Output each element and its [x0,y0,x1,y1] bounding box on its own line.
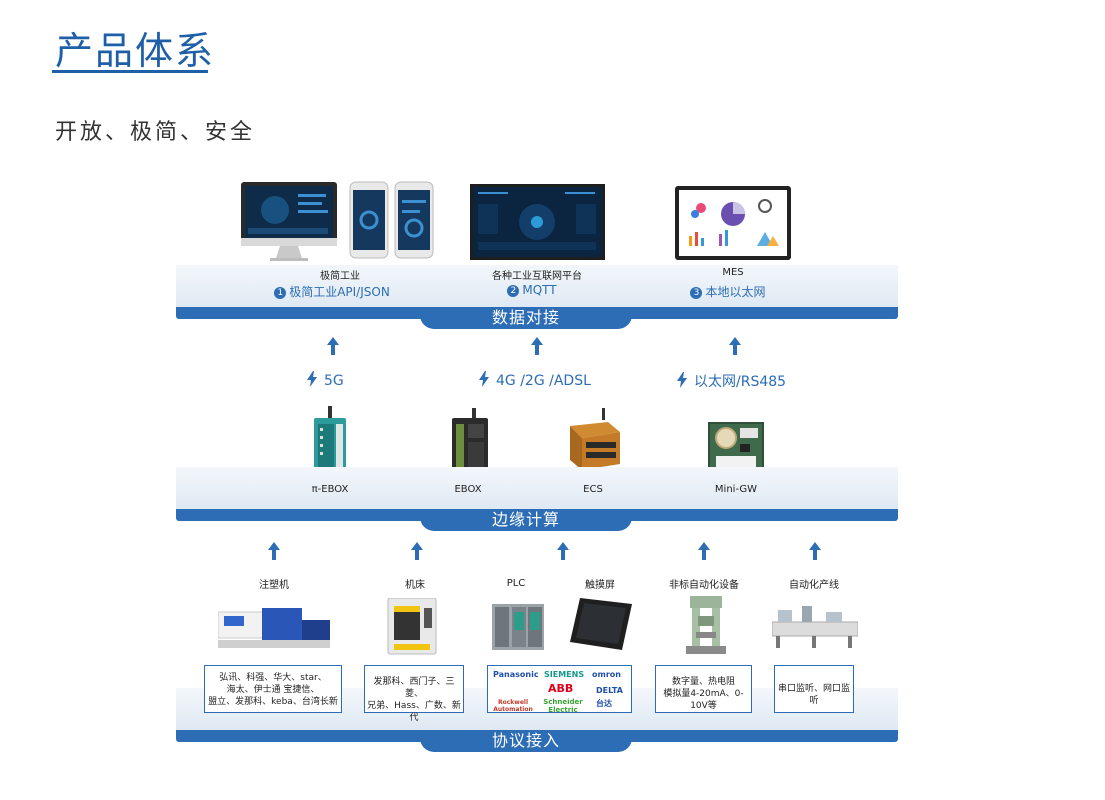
data-item-caption: MES [722,267,744,278]
equipment-label: 机床 [405,580,425,591]
nonstandard-io-box: 数字量、热电阻 模拟量4-20mA、0-10V等 [655,665,752,713]
touch-screen-image [570,598,632,650]
up-arrow-icon [557,542,569,560]
device-label: Mini-GW [714,484,758,495]
monitor-dashboard-image [241,181,434,261]
cnc-machine-image [387,598,437,655]
connection-text: 4G /2G /ADSL [496,373,591,389]
up-arrow-icon [809,542,821,560]
brand-line: 发那科、西门子、三菱、 [373,677,455,699]
injection-machine-image [218,608,330,648]
up-arrow-icon [531,337,543,355]
platform-top [176,467,898,509]
device-label: ECS [583,484,603,495]
up-arrow-icon [729,337,741,355]
up-arrow-icon [268,542,280,560]
brand-line: 海太、伊士通 宝捷信、 [226,685,320,695]
connection-label: 5G [306,371,344,389]
title-underline [52,70,208,73]
page-subtitle: 开放、极简、安全 [55,120,256,145]
brand-panasonic: Panasonic [493,670,539,679]
brand-line: 兄弟、Hass、广数、新代 [367,701,461,723]
ebox-device-image [452,408,488,480]
page-title: 产品体系 [55,29,216,73]
line-monitor-box: 串口监听、网口监听 [774,665,854,713]
device-label: EBOX [454,484,482,495]
number-badge: 1 [274,287,287,299]
lightning-icon [677,372,687,388]
device-label: π-EBOX [311,484,349,495]
cnc-brands-box: 发那科、西门子、三菱、 兄弟、Hass、广数、新代 [364,665,464,723]
connection-label: 以太网/RS485 [676,371,786,391]
brand-line: 盟立、发那科、keba、台湾长新 [208,697,338,707]
brand-line: 弘讯、科强、华大、star、 [219,673,327,683]
production-line-image [772,606,858,648]
press-machine-image [686,596,726,654]
brand-delta: DELTA [596,686,623,695]
brand-siemens: SIEMENS [544,670,585,679]
lightning-icon [307,371,317,387]
lightning-icon [479,371,489,387]
protocol-label: 极简工业API/JSON [289,285,390,299]
connection-label: 4G /2G /ADSL [478,371,591,389]
platform-screen-image [470,184,605,260]
brand-abb: ABB [548,682,574,695]
brand-schneider: Schneider Electric [543,698,583,714]
data-item-caption: 极简工业 [320,271,360,282]
up-arrow-icon [698,542,710,560]
data-item-caption: 各种工业互联网平台 [492,271,582,282]
monitor-line: 串口监听、网口监听 [777,684,850,706]
equipment-label: 非标自动化设备 [669,580,739,591]
protocol-label: MQTT [522,283,557,297]
brand-omron: omron [592,670,621,679]
platform-top [176,265,898,307]
connection-text: 以太网/RS485 [694,374,787,390]
pi-ebox-device-image [314,406,346,476]
ecs-device-image [570,408,620,470]
protocol-layer-label: 协议接入 [420,730,632,752]
brand-taida: 台达 [596,699,612,708]
up-arrow-icon [411,542,423,560]
equipment-label: 自动化产线 [789,580,839,591]
number-badge: 3 [690,287,703,299]
equipment-label: 注塑机 [259,580,289,591]
brand-rockwell: Rockwell Automation [493,699,533,713]
equipment-label: PLC [506,578,526,589]
number-badge: 2 [507,285,520,297]
plc-brands-box: Panasonic SIEMENS omron ABB DELTA Rockwe… [487,665,632,714]
up-arrow-icon [327,337,339,355]
injection-brands-box: 弘讯、科强、华大、star、 海太、伊士通 宝捷信、 盟立、发那科、keba、台… [204,665,342,713]
connection-text: 5G [324,373,344,389]
io-line: 模拟量4-20mA、0-10V等 [663,689,744,711]
equipment-label: 触摸屏 [585,580,615,591]
io-line: 数字量、热电阻 [671,677,735,687]
edge-layer-label: 边缘计算 [420,509,632,531]
plc-image [492,604,544,650]
protocol-label: 本地以太网 [705,285,766,299]
mes-monitor-image [675,186,791,260]
data-layer-label: 数据对接 [420,307,632,329]
